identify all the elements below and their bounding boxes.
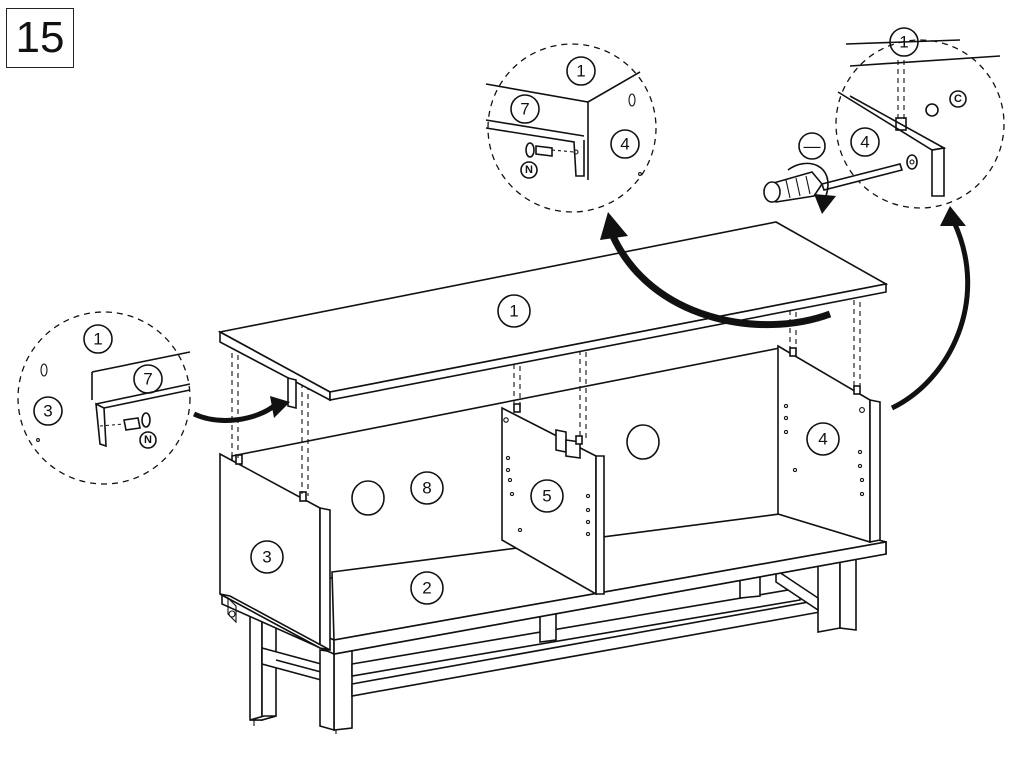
svg-text:3: 3: [262, 548, 271, 567]
svg-text:2: 2: [422, 579, 431, 598]
cabinet-assembly: 1 8 5 4 3 2: [217, 221, 889, 734]
part-label-detail-right-side: 4: [850, 127, 880, 157]
part-label-top: 1: [497, 294, 531, 328]
svg-text:C: C: [954, 93, 962, 105]
part-label-detail-middle-rail: 7: [510, 94, 540, 124]
hardware-label-screw-middle: N: [520, 161, 538, 179]
step-number: 15: [15, 13, 65, 62]
part-label-left-side: 3: [250, 540, 284, 574]
svg-text:3: 3: [43, 402, 52, 421]
svg-text:7: 7: [143, 370, 152, 389]
part-label-right-side: 4: [806, 422, 840, 456]
part-label-divider: 5: [530, 479, 564, 513]
svg-text:1: 1: [899, 33, 908, 52]
hardware-label-screw-left: N: [139, 431, 157, 449]
part-label-detail-left-top: 1: [83, 324, 113, 354]
part-label-detail-middle-side: 4: [610, 129, 640, 159]
right-side-panel: [777, 344, 881, 544]
screwdriver-icon: [763, 163, 904, 203]
step-number-box: 15: [6, 8, 74, 68]
svg-text:1: 1: [93, 330, 102, 349]
svg-text:4: 4: [818, 430, 827, 449]
svg-text:1: 1: [576, 62, 585, 81]
detail-callout-right: 1 4 C: [835, 27, 1005, 209]
arrow-to-right-detail: [890, 206, 971, 411]
direction-symbol: —: [798, 132, 826, 160]
detail-callout-left: 1 7 3 N: [17, 311, 191, 485]
arrow-to-middle-detail: [600, 212, 832, 328]
svg-text:N: N: [144, 434, 152, 446]
svg-text:8: 8: [422, 479, 431, 498]
hardware-label-cam-lock: C: [949, 90, 967, 108]
part-label-detail-left-side: 3: [33, 396, 63, 426]
svg-text:5: 5: [542, 487, 551, 506]
part-label-bottom: 2: [410, 571, 444, 605]
left-side-panel: [219, 452, 331, 651]
part-label-detail-right-top: 1: [889, 27, 919, 57]
top-panel: [217, 221, 889, 410]
svg-text:4: 4: [860, 133, 869, 152]
part-label-detail-left-rail: 7: [133, 364, 163, 394]
detail-callout-middle: 1 7 4 N: [485, 43, 657, 213]
svg-text:—: —: [804, 137, 821, 156]
svg-text:4: 4: [620, 135, 629, 154]
dowel-guide-lines: [231, 300, 861, 496]
svg-text:7: 7: [520, 100, 529, 119]
svg-text:N: N: [525, 164, 533, 176]
arrow-to-left-detail: [192, 396, 290, 423]
rotation-arrow-icon: [787, 162, 836, 214]
part-label-back-panel: 8: [410, 471, 444, 505]
svg-text:1: 1: [509, 302, 518, 321]
divider-panel: [501, 403, 605, 596]
part-label-detail-middle-top: 1: [566, 56, 596, 86]
